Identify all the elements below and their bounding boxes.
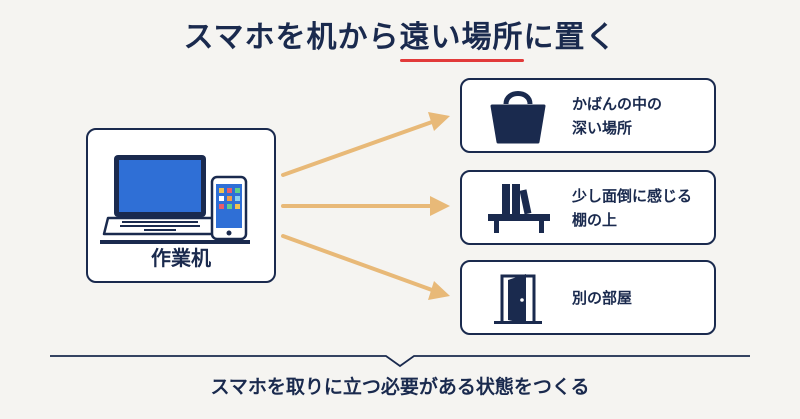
arrowhead-room (428, 281, 450, 300)
title-after: に置く (523, 20, 617, 55)
page-title: スマホを机から遠い場所に置く (0, 12, 800, 62)
door-icon (494, 274, 542, 324)
arrow-to-room (281, 234, 434, 292)
destination-room-label: 別の部屋 (572, 288, 633, 307)
work-desk-label: 作業机 (151, 246, 211, 270)
divider (50, 355, 750, 368)
destination-room: 別の部屋 (460, 260, 716, 335)
work-desk-box: 作業机 (86, 128, 276, 283)
arrowhead-shelf (430, 196, 450, 216)
title-before: スマホを机から (183, 20, 400, 55)
arrow-to-bag (281, 120, 434, 177)
destination-shelf-label: 少し面倒に感じる 棚の上 (572, 186, 693, 229)
arrowhead-bag (428, 112, 450, 131)
title-highlight: 遠い場所 (399, 12, 524, 62)
shelf-icon (488, 184, 550, 233)
smartphone-icon (210, 175, 248, 241)
bag-icon (490, 91, 546, 144)
destination-bag: かばんの中の 深い場所 (460, 78, 716, 153)
summary-text: スマホを取りに立つ必要がある状態をつくる (210, 376, 590, 398)
destination-bag-label: かばんの中の 深い場所 (572, 94, 663, 137)
destination-shelf: 少し面倒に感じる 棚の上 (460, 170, 716, 245)
